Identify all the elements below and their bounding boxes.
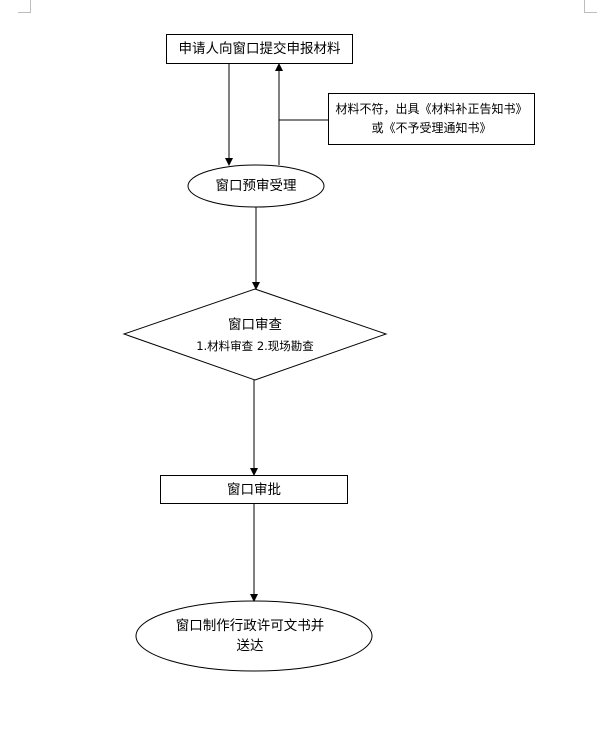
page-corner-mark-right — [584, 0, 597, 13]
rejection-note-box: 材料不符，出具《材料补正告知书》 或《不予受理通知书》 — [328, 93, 535, 145]
page-corner-mark-left — [18, 0, 31, 13]
rejection-note-line-1: 材料不符，出具《材料补正告知书》 — [335, 102, 528, 116]
review-diamond — [122, 288, 388, 381]
pre-accept-label: 窗口预审受理 — [215, 178, 297, 194]
review-items: 1.材料审查 2.现场勘查 — [196, 339, 314, 353]
issue-label-line-1: 窗口制作行政许可文书并 — [175, 618, 325, 634]
submit-materials-box: 申请人向窗口提交申报材料 — [166, 34, 353, 64]
approve-box: 窗口审批 — [160, 475, 348, 504]
issue-label: 窗口制作行政许可文书并 送达 — [150, 617, 350, 656]
review-title: 窗口审查 — [228, 317, 282, 333]
approve-label: 窗口审批 — [227, 482, 281, 498]
submit-materials-label: 申请人向窗口提交申报材料 — [178, 41, 341, 57]
issue-label-line-2: 送达 — [236, 637, 264, 654]
rejection-note-line-2: 或《不予受理通知书》 — [371, 120, 492, 135]
